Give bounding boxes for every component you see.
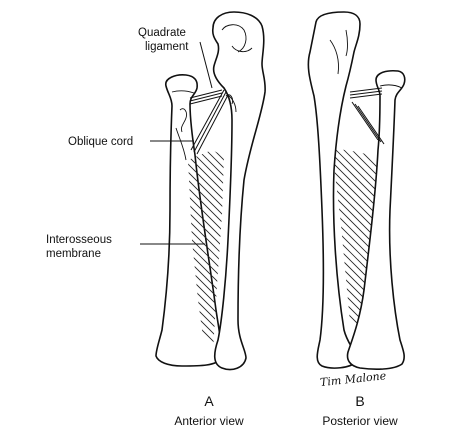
panel-a-letter: A <box>204 393 214 409</box>
interosseous-membrane-label-line1: Interosseous <box>46 234 112 246</box>
radius-bone-posterior <box>346 69 406 370</box>
quadrate-ligament-label-line2: ligament <box>145 41 189 53</box>
interosseous-membrane-label-line2: membrane <box>46 248 101 260</box>
panel-a-caption: Anterior view <box>174 414 244 428</box>
posterior-view: Tim Malone B Posterior view <box>307 11 406 428</box>
panel-b-letter: B <box>355 393 364 409</box>
quadrate-ligament-posterior <box>349 87 383 99</box>
quadrate-ligament-label-line1: Quadrate <box>138 27 186 39</box>
artist-signature: Tim Malone <box>319 369 387 389</box>
anterior-view: Quadrate ligament Oblique cord Interosse… <box>46 11 266 428</box>
oblique-cord-label: Oblique cord <box>68 136 133 148</box>
quadrate-ligament-anterior <box>189 89 223 105</box>
panel-b-caption: Posterior view <box>322 414 398 428</box>
ulna-bone-anterior <box>211 11 266 371</box>
oblique-fibers-posterior <box>351 101 385 145</box>
interosseous-membrane-posterior <box>332 148 381 344</box>
quadrate-leader-line <box>199 41 213 89</box>
oblique-cord-anterior <box>190 89 229 155</box>
